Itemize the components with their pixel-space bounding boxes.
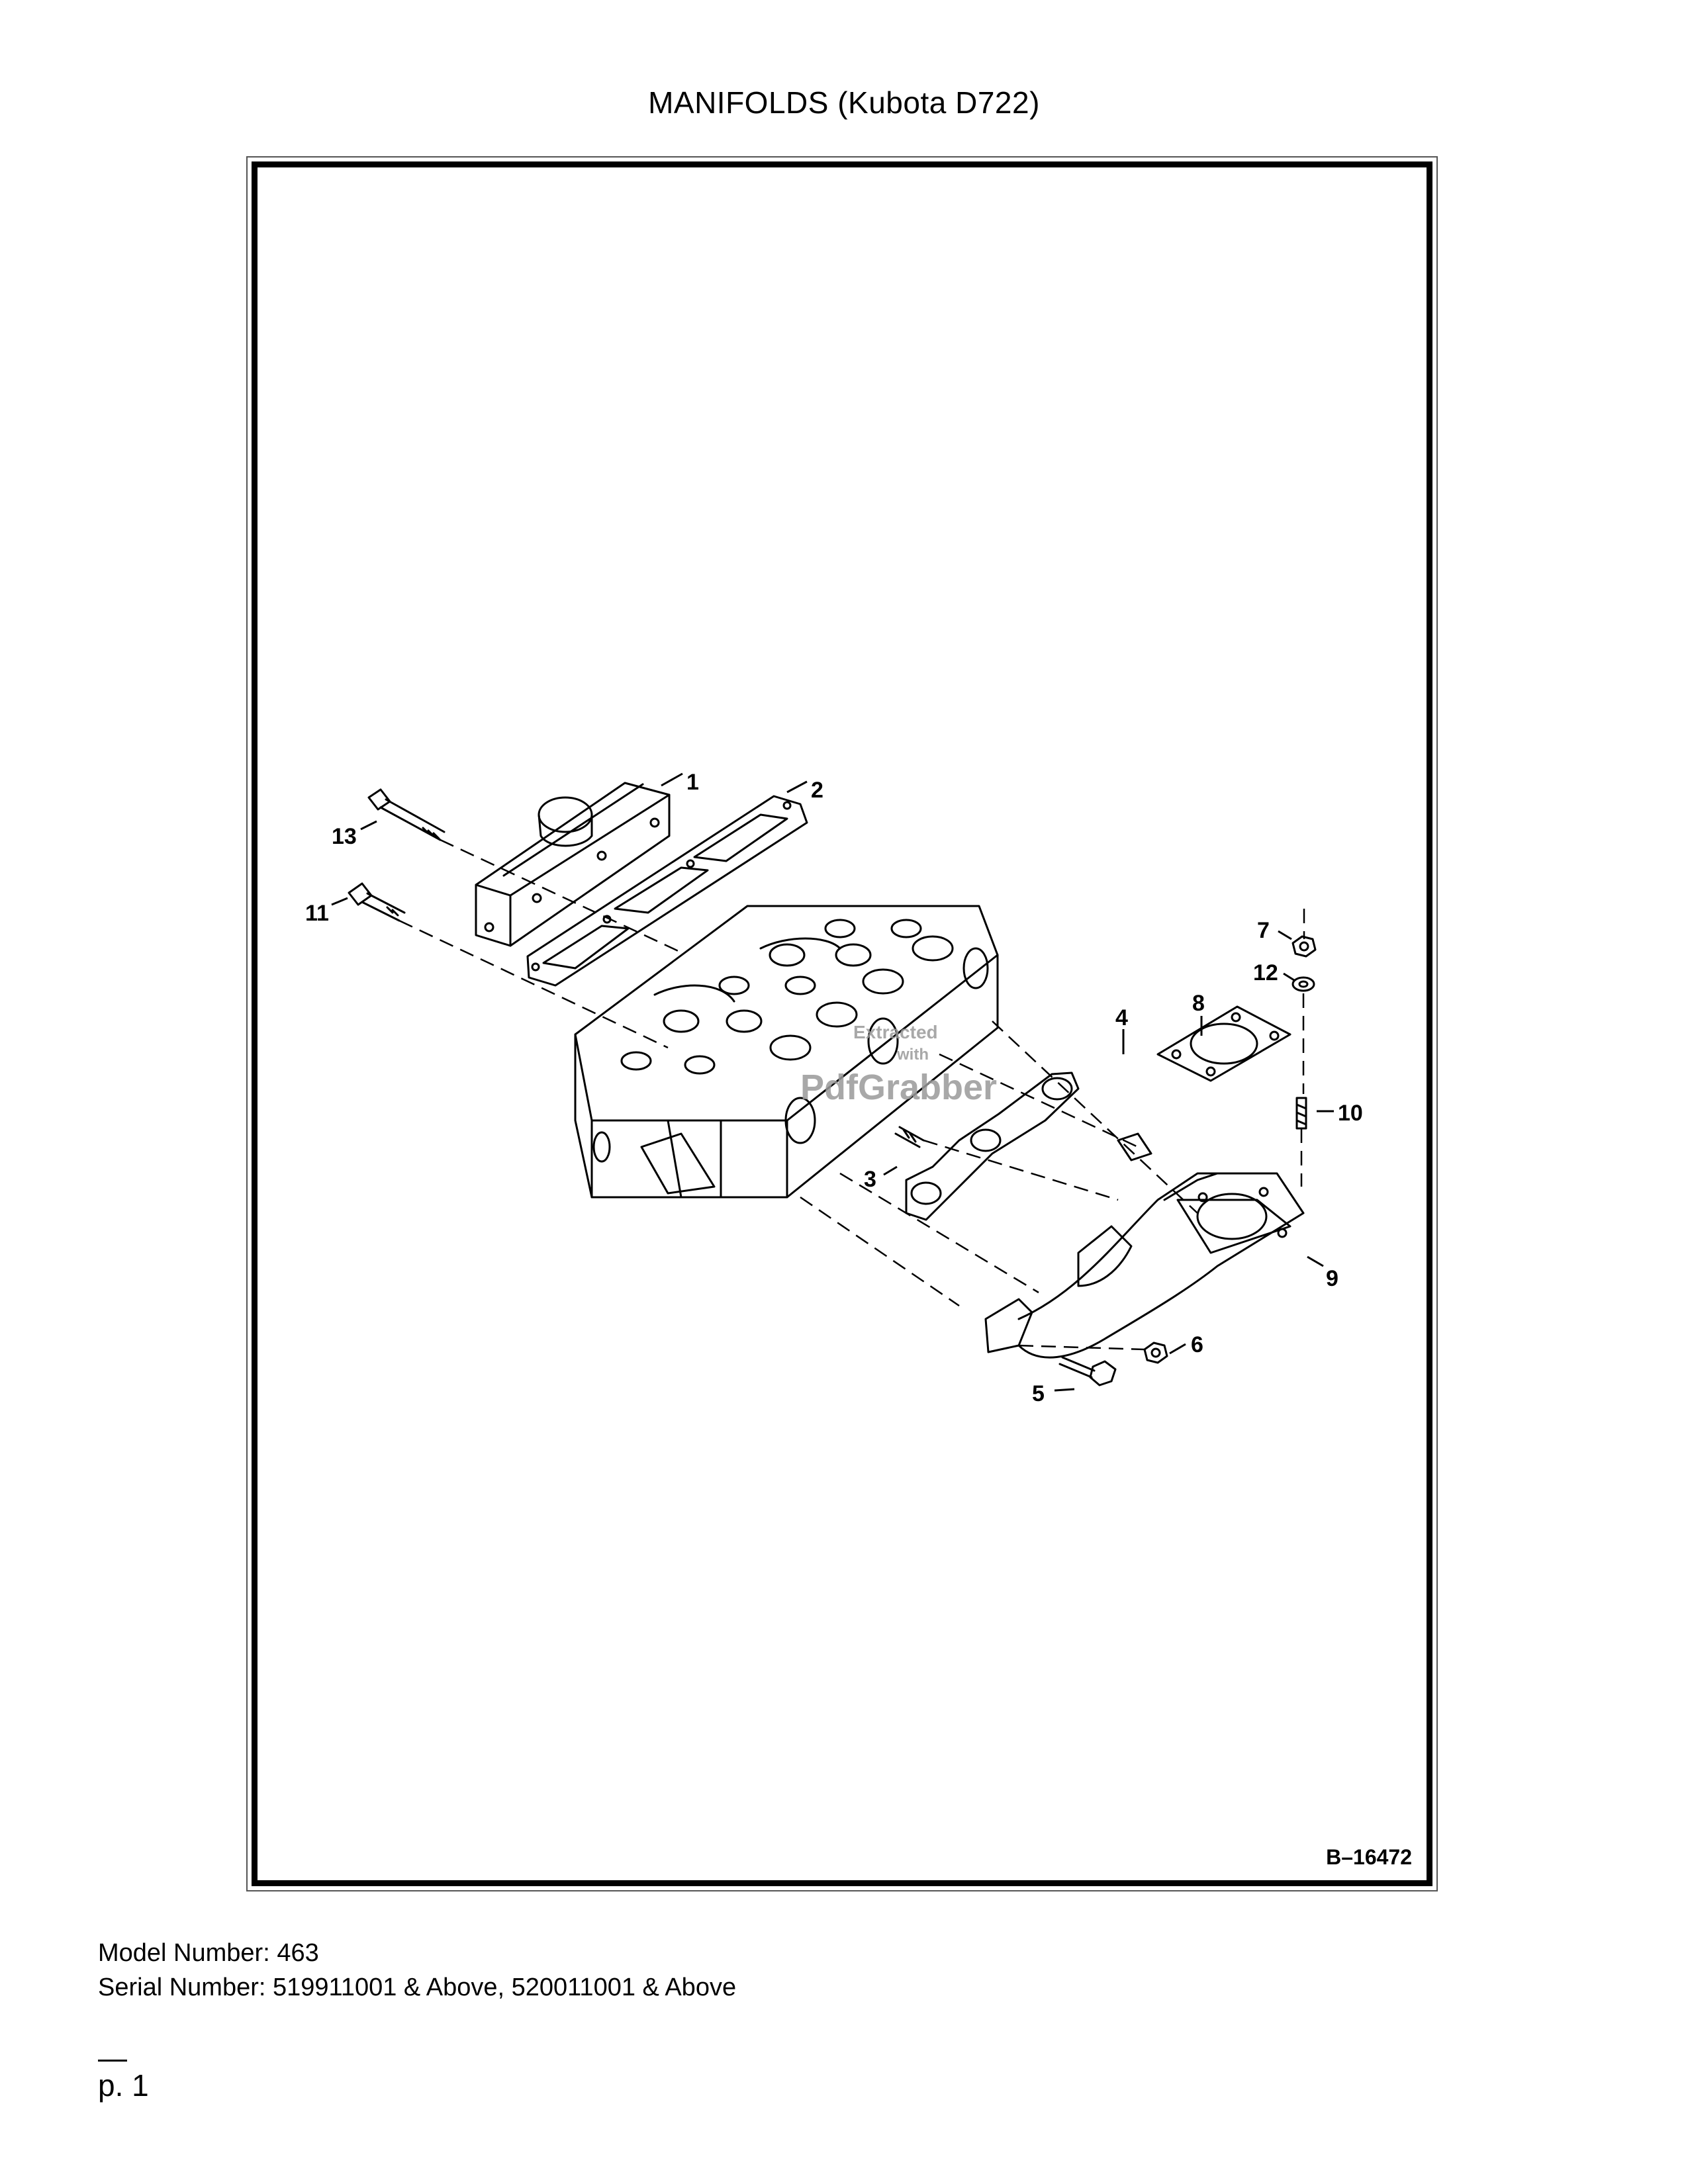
part-13-long-bolt: [367, 788, 445, 841]
callout-9: 9: [1326, 1266, 1338, 1291]
callout-6: 6: [1191, 1332, 1203, 1357]
assembly-lines: [399, 839, 1305, 1351]
page-number: p. 1: [98, 2068, 149, 2103]
callout-13: 13: [332, 824, 357, 849]
part-6-nut: [1143, 1342, 1168, 1364]
part-10-stud: [1295, 1097, 1307, 1130]
watermark: Extracted with PdfGrabber: [800, 1022, 997, 1107]
callout-11: 11: [305, 901, 329, 926]
part-9-exhaust-manifold: [984, 1132, 1305, 1359]
callout-7: 7: [1257, 918, 1270, 943]
diagram-frame: 1 2 3 4 5 6 7 8 9 10 11 12 13 Extracted …: [252, 161, 1432, 1886]
callout-1: 1: [686, 770, 699, 795]
leader-lines: [331, 772, 1334, 1392]
cylinder-head: [574, 905, 999, 1199]
page-number-rule: [98, 2060, 127, 2062]
watermark-line-2: with: [896, 1046, 929, 1064]
model-number: Model Number: 463: [98, 1939, 319, 1967]
watermark-line-3: PdfGrabber: [800, 1068, 997, 1107]
callout-12: 12: [1253, 960, 1278, 985]
part-4-exhaust-gasket: [905, 1071, 1080, 1221]
callout-2: 2: [811, 778, 823, 803]
callout-4: 4: [1115, 1005, 1128, 1030]
watermark-line-1: Extracted: [853, 1022, 938, 1042]
part-1-intake-manifold: [475, 782, 671, 947]
part-11-short-bolt: [348, 882, 406, 922]
part-3-stud: [894, 1126, 925, 1148]
diagram-frame-outer: [246, 156, 1438, 1891]
part-2-intake-gasket: [526, 795, 808, 987]
callout-8: 8: [1192, 991, 1205, 1016]
page-title: MANIFOLDS (Kubota D722): [648, 85, 1040, 120]
part-7-nut: [1291, 935, 1317, 958]
drawing-reference: B–16472: [1326, 1845, 1412, 1869]
callouts: 1 2 3 4 5 6 7 8 9 10 11 12 13: [305, 770, 1363, 1406]
part-5-bolt: [1058, 1356, 1117, 1387]
callout-5: 5: [1032, 1381, 1045, 1406]
callout-10: 10: [1338, 1101, 1363, 1126]
part-8-flange-gasket: [1156, 1005, 1291, 1082]
part-12-washer: [1291, 976, 1315, 992]
exploded-parts-diagram: 1 2 3 4 5 6 7 8 9 10 11 12 13 Extracted …: [305, 770, 1363, 1406]
serial-number: Serial Number: 519911001 & Above, 520011…: [98, 1974, 737, 2001]
callout-3: 3: [864, 1167, 876, 1192]
